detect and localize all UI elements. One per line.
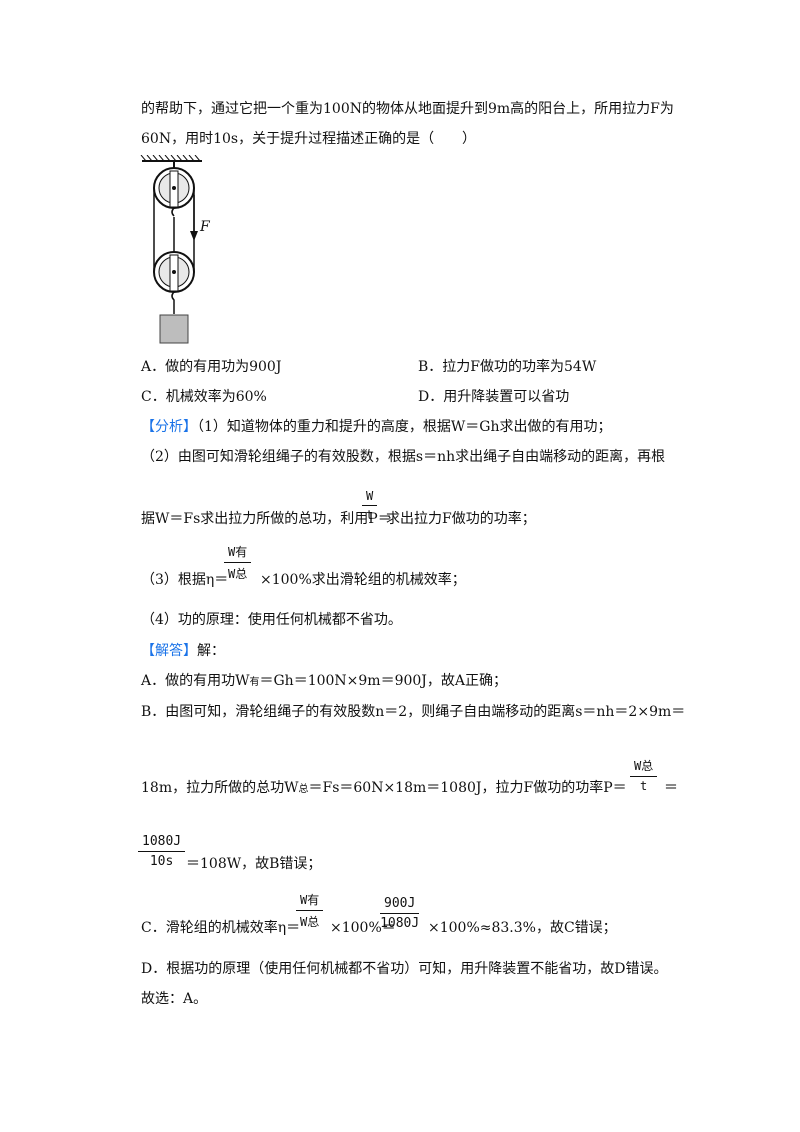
option-b: B．拉力F做功的功率为54W bbox=[418, 359, 597, 375]
answer-b2-equals: ＝ bbox=[664, 780, 678, 796]
answer-c-pre: C．滑轮组的机械效率η＝ bbox=[141, 920, 301, 936]
answer-choice: 故选：A。 bbox=[141, 991, 208, 1007]
force-label: F bbox=[200, 219, 210, 235]
option-a: A．做的有用功为900J bbox=[141, 359, 282, 375]
answer-c-mid: ×100%＝ bbox=[330, 920, 396, 936]
analysis-p1: 【分析】（1）知道物体的重力和提升的高度，根据W＝Gh求出做的有用功； bbox=[141, 419, 612, 435]
analysis-p2b-post: 求出拉力F做功的功率； bbox=[386, 511, 536, 527]
answer-tag: 【解答】 bbox=[141, 643, 197, 659]
analysis-tag: 【分析】 bbox=[141, 419, 197, 435]
answer-a: A．做的有用功W有＝Gh＝100N×9m＝900J，故A正确； bbox=[141, 673, 508, 689]
analysis-p3-pre: （3）根据η＝ bbox=[141, 572, 229, 588]
analysis-p2a: （2）由图可知滑轮组绳子的有效股数，根据s＝nh求出绳子自由端移动的距离，再根 bbox=[141, 449, 666, 465]
answer-b1: B．由图可知，滑轮组绳子的有效股数n＝2，则绳子自由端移动的距离s＝nh＝2×9… bbox=[141, 704, 686, 720]
analysis-p4: （4）功的原理：使用任何机械都不省功。 bbox=[141, 612, 402, 628]
pulley-figure bbox=[140, 155, 202, 344]
analysis-p3-post: ×100%求出滑轮组的机械效率； bbox=[260, 572, 466, 588]
question-line-2: 60N，用时10s，关于提升过程描述正确的是（ ） bbox=[141, 131, 477, 147]
answer-b3-post: ＝108W，故B错误； bbox=[186, 856, 322, 872]
option-d: D．用升降装置可以省功 bbox=[418, 389, 570, 405]
answer-d: D．根据功的原理（使用任何机械都不省功）可知，用升降装置不能省功，故D错误。 bbox=[141, 961, 668, 977]
question-line-1: 的帮助下，通过它把一个重为100N的物体从地面提升到9m高的阳台上，所用拉力F为 bbox=[141, 101, 674, 117]
answer-b2: 18m，拉力所做的总功W总＝Fs＝60N×18m＝1080J，拉力F做功的功率P… bbox=[141, 780, 627, 796]
analysis-p2b-pre: 据W＝Fs求出拉力所做的总功，利用P＝ bbox=[141, 511, 392, 527]
option-c: C．机械效率为60% bbox=[141, 389, 267, 405]
answer-c-post: ×100%≈83.3%，故C错误； bbox=[428, 920, 617, 936]
answer-head: 【解答】解： bbox=[141, 643, 225, 659]
